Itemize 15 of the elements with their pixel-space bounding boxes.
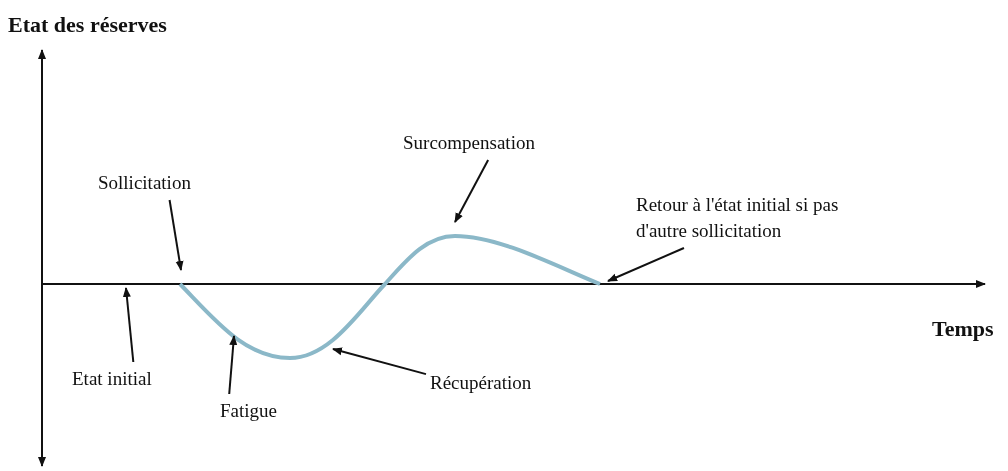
annotation-text: Récupération	[430, 371, 533, 395]
leader-arrow	[607, 247, 685, 282]
leader-arrow	[454, 159, 490, 223]
leader-arrow	[168, 199, 184, 271]
axis-title: Temps	[932, 316, 994, 342]
annotation-text: Etat initial	[72, 367, 153, 391]
annotation-text: Retour à l'état initial si pas d'autre sollicitation	[636, 193, 840, 243]
curve	[178, 234, 601, 360]
leader-arrow	[228, 335, 238, 395]
annotation-text: Sollicitation	[98, 171, 192, 195]
annotation-text: Surcompensation	[403, 131, 536, 155]
axis-title: Etat des réserves	[8, 12, 167, 38]
annotation-text: Fatigue	[220, 399, 278, 423]
leader-arrow	[122, 287, 135, 363]
leader-arrow	[332, 347, 427, 376]
